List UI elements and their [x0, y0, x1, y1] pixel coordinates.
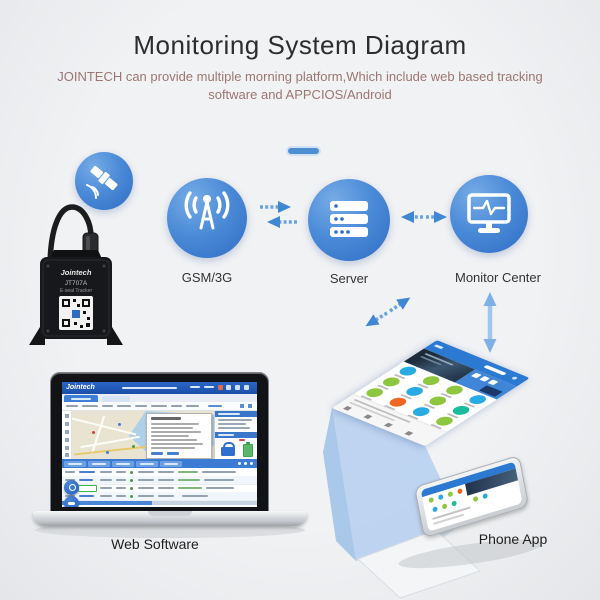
webapp-map-area — [62, 411, 257, 459]
gsm-label: GSM/3G — [181, 270, 233, 285]
gsm-antenna-icon — [184, 191, 230, 230]
page-subtitle: JOINTECH can provide multiple morning pl… — [57, 69, 543, 103]
webapp-data-table — [62, 459, 257, 507]
server-label: Server — [329, 271, 369, 286]
smartphone — [414, 454, 530, 539]
monitor-center-label: Monitor Center — [455, 270, 541, 285]
laptop-screen: Jointech — [62, 382, 257, 507]
lock-shackle-cable — [47, 204, 94, 272]
webapp-tabs — [62, 394, 257, 402]
page-title: Monitoring System Diagram — [133, 30, 467, 60]
arrow-down-left — [365, 311, 388, 327]
device-type: E-seal Tracker — [60, 288, 93, 294]
arrow-up-right — [389, 297, 411, 313]
server-node — [308, 179, 390, 261]
webapp-logo: Jointech — [66, 384, 95, 391]
web-software-label: Web Software — [111, 536, 199, 552]
monitor-pulse-icon — [467, 193, 511, 233]
lock-icon — [223, 442, 235, 450]
phone-app-label: Phone App — [478, 531, 548, 547]
beam-left — [323, 408, 356, 561]
divider-dash — [288, 148, 319, 154]
satellite-icon — [86, 165, 118, 199]
table-row — [62, 492, 257, 501]
table-header — [62, 459, 257, 468]
monitor-center-node — [450, 175, 528, 253]
gsm-node — [167, 178, 247, 258]
map-info-popup — [146, 413, 212, 459]
server-rack-icon — [330, 201, 368, 237]
floating-contact-button — [64, 496, 79, 507]
laptop-base — [33, 511, 307, 526]
webapp-right-panel — [214, 411, 257, 459]
device-brand: Jointech — [61, 268, 92, 277]
gps-padlock-tracker: Jointech JT707A E-seal Tracker — [29, 204, 123, 345]
webapp-toolbar — [62, 402, 257, 411]
webapp-side-toolbar — [62, 411, 72, 459]
phone-app-screen-projection — [332, 340, 530, 447]
battery-icon — [243, 444, 253, 457]
qr-code — [59, 296, 93, 330]
satellite-node — [75, 152, 133, 210]
floating-info-button — [64, 480, 79, 495]
device-model: JT707A — [65, 280, 88, 287]
webapp-topbar: Jointech — [62, 382, 257, 394]
smartphone-screen — [420, 461, 523, 532]
